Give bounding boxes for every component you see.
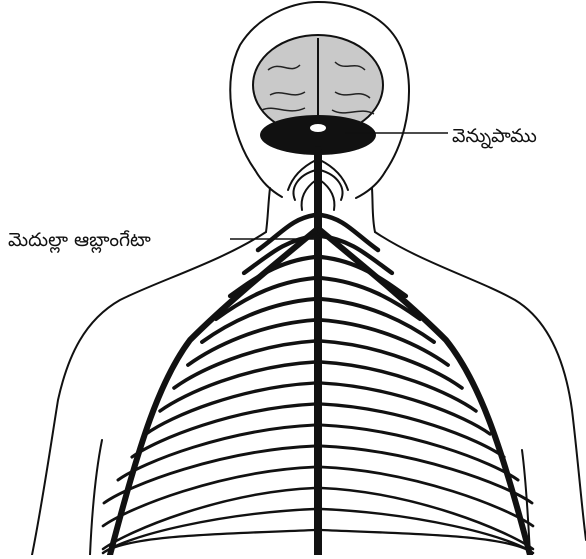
spinal-nerve-branch <box>321 467 533 526</box>
spinal-nerve-branch <box>103 530 315 553</box>
label-medulla-oblongata: మెదుల్లా ఆబ్లాంగేటా <box>8 229 151 251</box>
spinal-nerve-branch <box>321 488 533 549</box>
brainstem <box>310 124 326 132</box>
neck-right <box>372 188 375 232</box>
shoulder-right <box>375 232 586 540</box>
arm-inner-left <box>90 440 102 555</box>
shoulder-left <box>32 232 266 555</box>
jaw-right <box>356 172 385 198</box>
spinal-nerve-branch <box>321 530 533 553</box>
brain <box>253 35 383 155</box>
spinal-nerve-branch <box>103 488 315 549</box>
neck-left <box>266 188 270 232</box>
label-spinal-cord: వెన్నుపాము <box>452 125 537 147</box>
